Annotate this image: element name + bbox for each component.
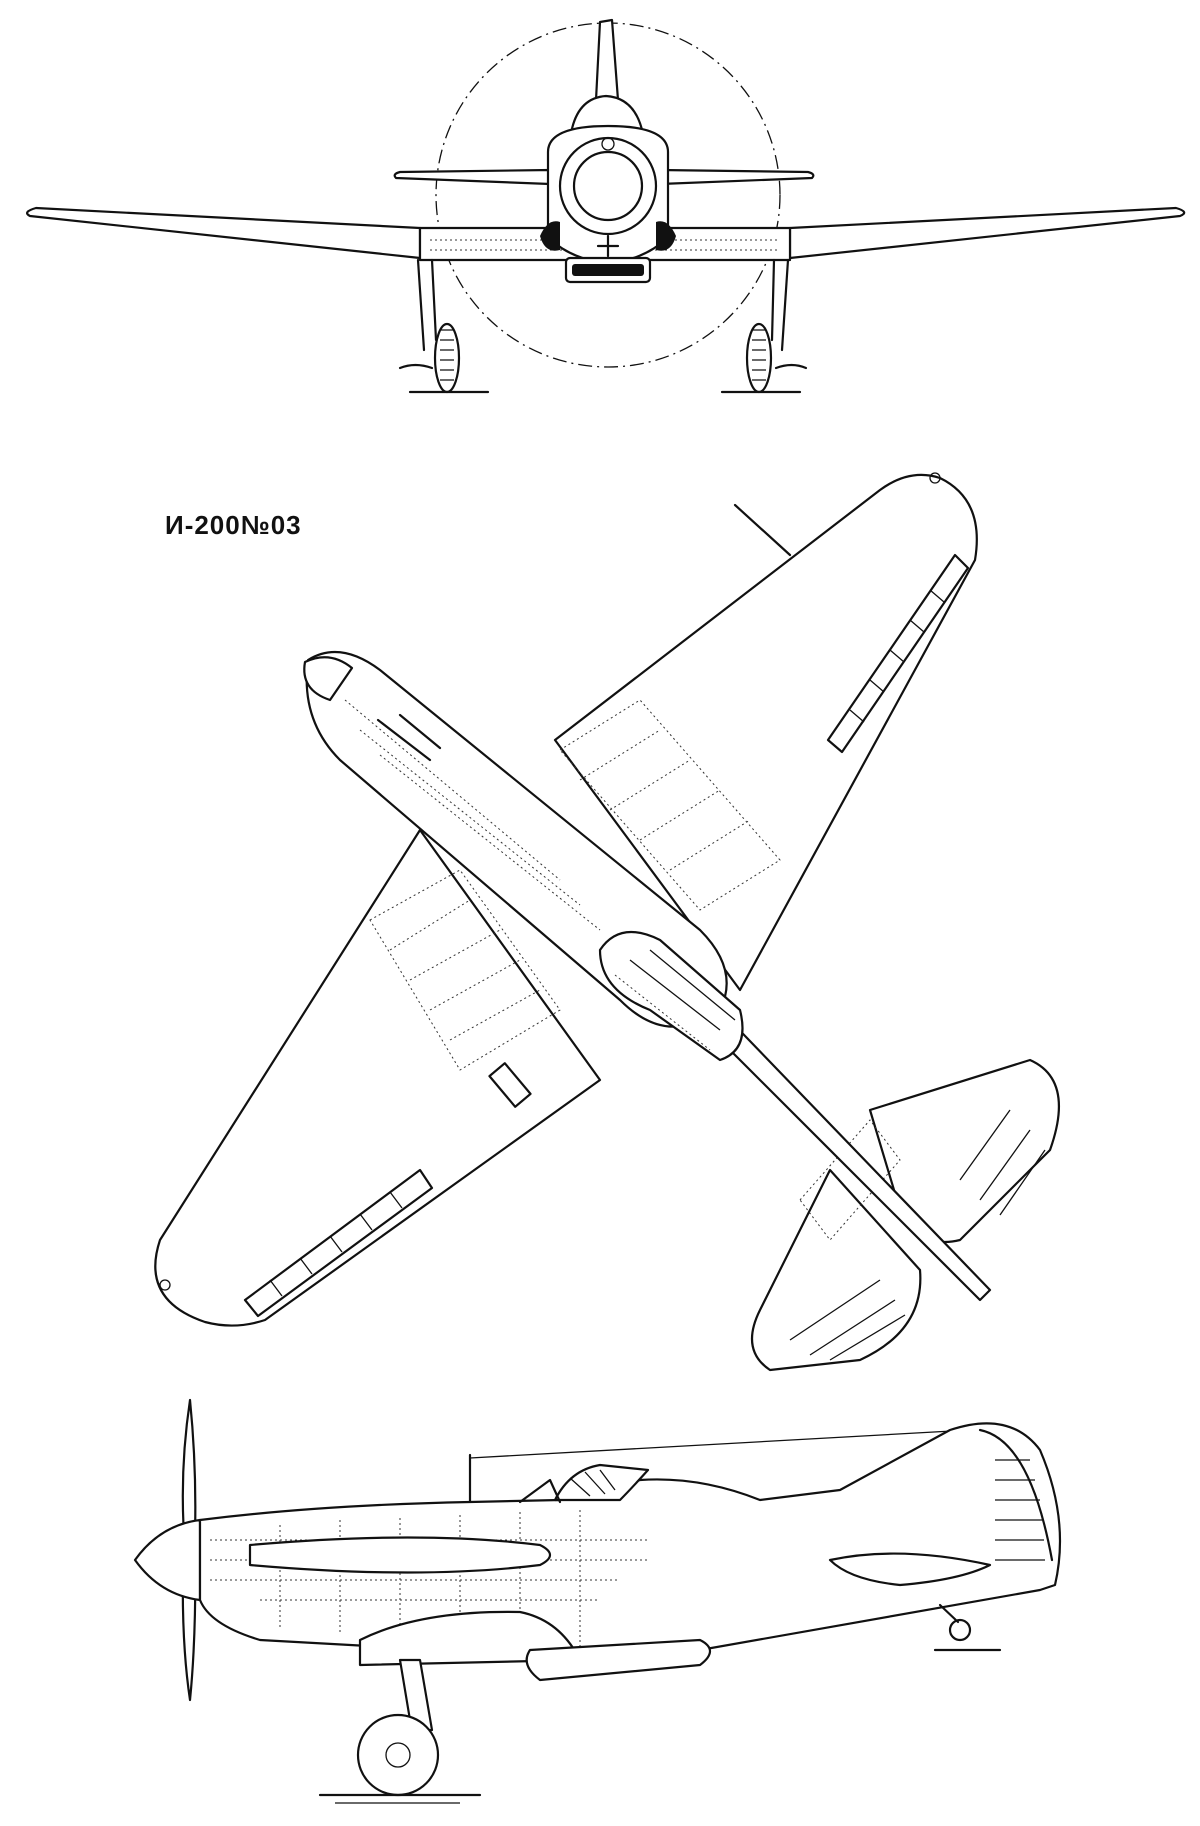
right-aileron-top <box>826 553 970 754</box>
top-view <box>154 472 1061 1372</box>
right-gear-leg-front <box>770 258 790 352</box>
rudder-ribs <box>995 1459 1045 1561</box>
spinner-side <box>133 1518 202 1602</box>
wing-root-side <box>525 1638 712 1682</box>
tail-wheel <box>948 1618 972 1642</box>
spinner-top <box>303 656 354 702</box>
wing-marker-top <box>488 1062 532 1108</box>
right-wing-front <box>788 206 1186 260</box>
right-wing-top <box>553 473 978 992</box>
spinner-front <box>572 150 644 222</box>
right-stabilizer-front <box>658 168 815 186</box>
main-gear-leg-side <box>398 1658 434 1734</box>
left-stabilizer-front <box>393 168 552 186</box>
antenna-wire <box>469 1429 971 1459</box>
left-stabilizer-top <box>750 1168 922 1372</box>
front-view <box>25 18 1186 394</box>
left-wing-top <box>154 828 602 1327</box>
tail-fairing <box>828 1552 992 1587</box>
main-wheel-side <box>356 1713 440 1797</box>
canopy-side <box>553 1463 650 1502</box>
aircraft-designation-label: И-200№03 <box>165 510 302 540</box>
exhaust-fairing <box>248 1536 552 1574</box>
left-aileron-top <box>243 1168 434 1318</box>
left-wing-front <box>25 206 422 260</box>
left-gear-leg-front <box>416 258 438 352</box>
